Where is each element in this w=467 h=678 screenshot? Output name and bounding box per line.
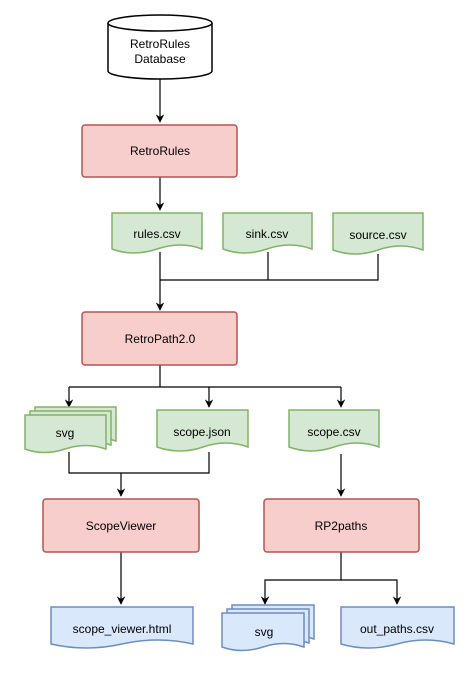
doc-svg-top-label: svg bbox=[56, 426, 75, 440]
doc-svg-stack-top: svg bbox=[24, 406, 117, 454]
doc-rules-label: rules.csv bbox=[133, 227, 180, 241]
doc-scope-csv-label: scope.csv bbox=[307, 425, 360, 439]
edge-svg-to-scopeviewer bbox=[68, 452, 121, 474]
process-rp2paths: RP2paths bbox=[263, 498, 420, 553]
doc-svg-bottom-label: svg bbox=[255, 625, 274, 639]
doc-rules-csv: rules.csv bbox=[111, 212, 203, 254]
doc-source-csv: source.csv bbox=[332, 212, 424, 255]
doc-svg-stack-bottom: svg bbox=[221, 604, 315, 652]
doc-scope-json: scope.json bbox=[156, 409, 249, 452]
doc-scope-viewer-html-label: scope_viewer.html bbox=[73, 622, 172, 636]
edge-json-to-scopeviewer bbox=[121, 452, 210, 474]
retrorules-database: RetroRules Database bbox=[107, 14, 213, 80]
process-retrorules: RetroRules bbox=[81, 124, 238, 178]
doc-sink-label: sink.csv bbox=[246, 227, 289, 241]
doc-sink-csv: sink.csv bbox=[222, 212, 313, 254]
process-rp2paths-label: RP2paths bbox=[315, 519, 368, 533]
process-retropath: RetroPath2.0 bbox=[81, 311, 238, 366]
doc-out-paths-csv: out_paths.csv bbox=[340, 606, 455, 649]
process-scopeviewer: ScopeViewer bbox=[42, 498, 200, 553]
database-label-line2: Database bbox=[134, 52, 186, 66]
doc-out-paths-label: out_paths.csv bbox=[360, 622, 434, 636]
process-scopeviewer-label: ScopeViewer bbox=[86, 519, 157, 533]
edges bbox=[64, 78, 402, 605]
process-retropath-label: RetroPath2.0 bbox=[125, 332, 196, 346]
edge-source-merge bbox=[160, 254, 379, 281]
process-retrorules-label: RetroRules bbox=[130, 144, 190, 158]
doc-scope-json-label: scope.json bbox=[173, 425, 230, 439]
doc-source-label: source.csv bbox=[349, 228, 406, 242]
edge-rp2paths-to-outpaths bbox=[341, 579, 402, 605]
database-label-line1: RetroRules bbox=[130, 37, 190, 51]
edge-rp2paths-split bbox=[260, 552, 342, 605]
doc-scope-csv: scope.csv bbox=[288, 409, 380, 452]
doc-scope-viewer-html: scope_viewer.html bbox=[50, 606, 194, 649]
